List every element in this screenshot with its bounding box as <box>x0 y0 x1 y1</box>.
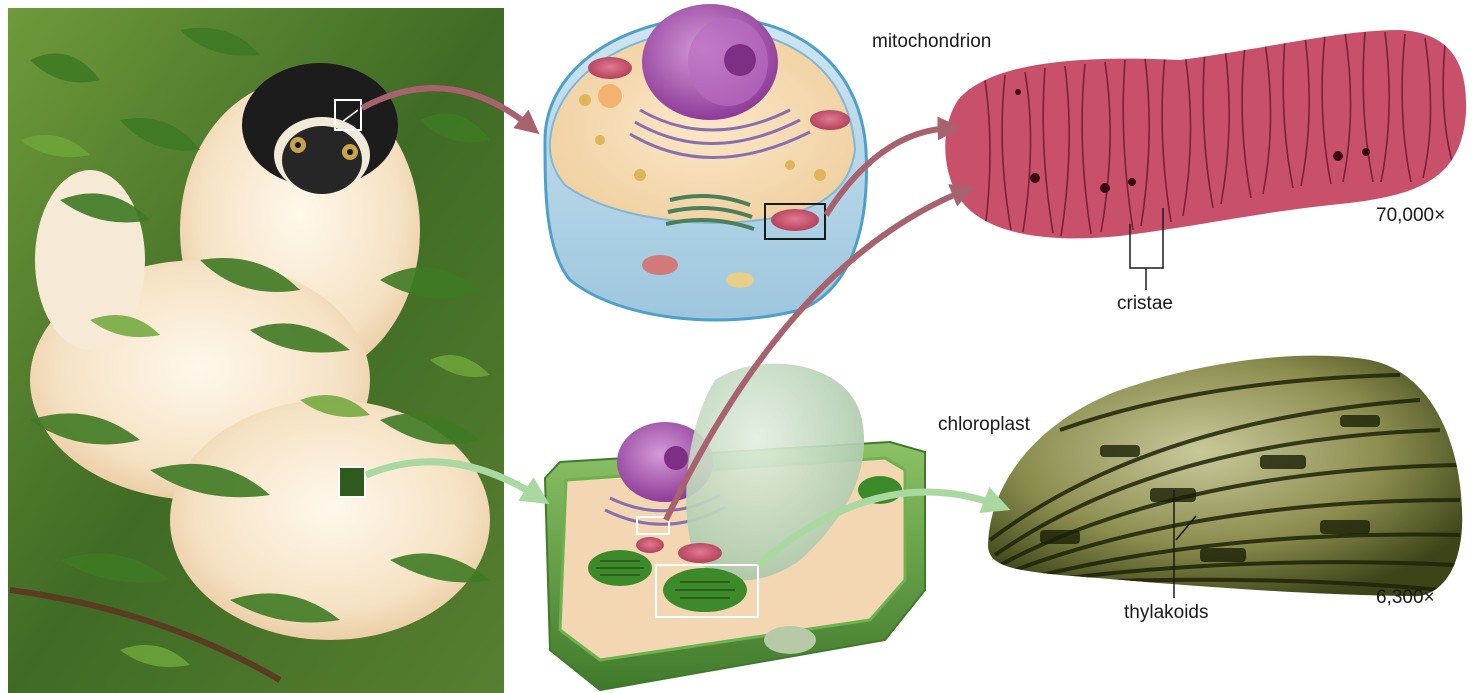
plant-cell-illustration <box>545 364 925 690</box>
label-mitochondrion-magnification: 70,000× <box>1376 206 1445 225</box>
label-cristae: cristae <box>1117 294 1173 313</box>
label-thylakoids: thylakoids <box>1124 603 1209 622</box>
label-chloroplast-magnification: 6,300× <box>1376 588 1435 607</box>
animal-cell-illustration <box>545 4 866 320</box>
label-chloroplast: chloroplast <box>938 415 1030 434</box>
organism-photo <box>8 8 504 693</box>
chloroplast-micrograph <box>988 356 1462 596</box>
zoom-box-cell-plant <box>339 467 365 497</box>
label-mitochondrion: mitochondrion <box>872 32 991 51</box>
